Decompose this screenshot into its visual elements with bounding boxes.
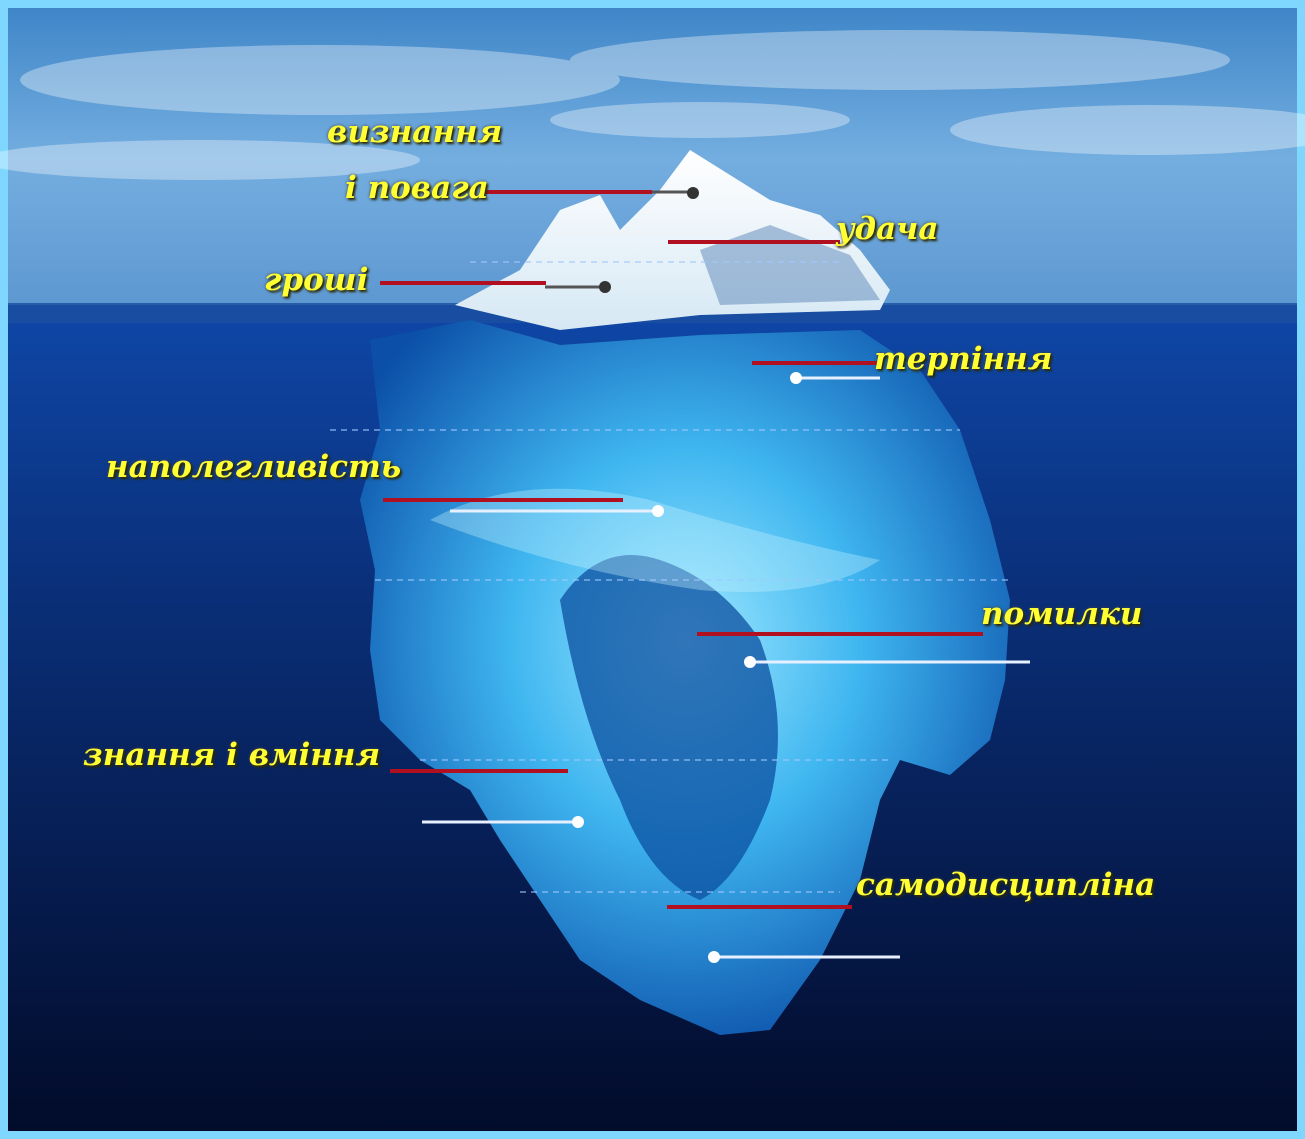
label-persistence: наполегливість — [106, 449, 402, 485]
tip-shadow — [700, 225, 880, 305]
label-recognition-line2: і повага — [345, 170, 489, 206]
label-money: гроші — [264, 262, 369, 298]
label-knowledge: знання і вміння — [83, 737, 381, 773]
connector-lines — [380, 190, 983, 909]
label-patience: терпіння — [874, 341, 1053, 377]
label-luck: удача — [836, 211, 939, 247]
ice-highlight — [430, 488, 880, 592]
label-self-discipline: самодисципліна — [856, 867, 1156, 903]
pointer-lines — [422, 187, 1030, 963]
clouds — [0, 30, 1305, 180]
iceberg-cave — [560, 555, 778, 900]
label-mistakes: помилки — [981, 596, 1143, 632]
label-recognition-line1: визнання — [327, 114, 503, 150]
depth-guides — [330, 261, 1010, 893]
